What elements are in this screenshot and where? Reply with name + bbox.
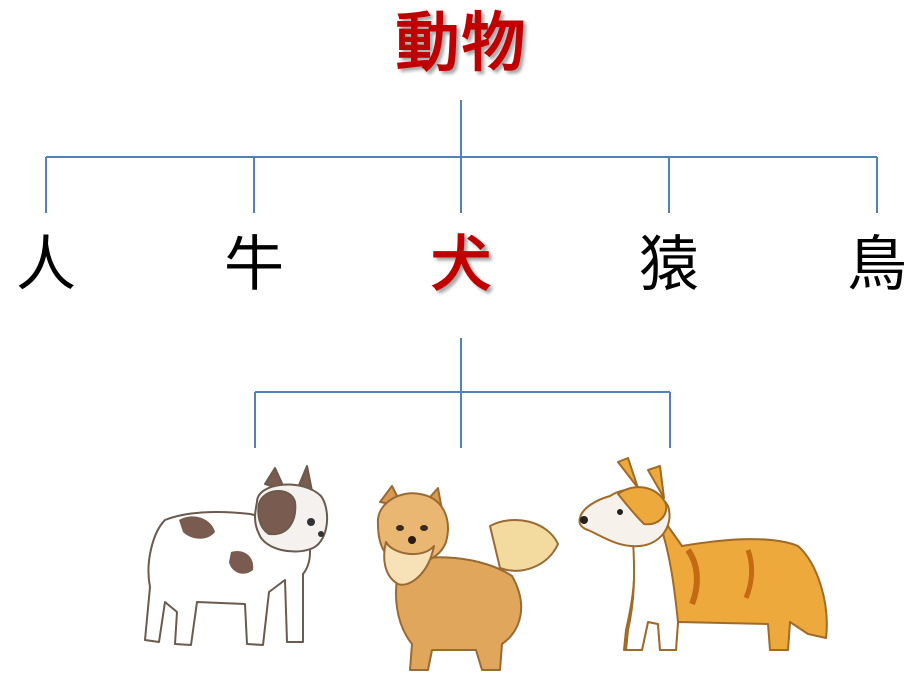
- category-human: 人: [16, 230, 76, 300]
- category-bird: 鳥: [847, 230, 907, 300]
- root-label: 動物: [395, 7, 528, 81]
- pomeranian-icon: [376, 485, 559, 671]
- french-bulldog-icon: [144, 465, 329, 646]
- category-monkey: 猿: [639, 230, 699, 300]
- corgi-icon: [578, 457, 828, 651]
- category-dog: 犬: [431, 230, 491, 300]
- category-cow: 牛: [224, 230, 284, 300]
